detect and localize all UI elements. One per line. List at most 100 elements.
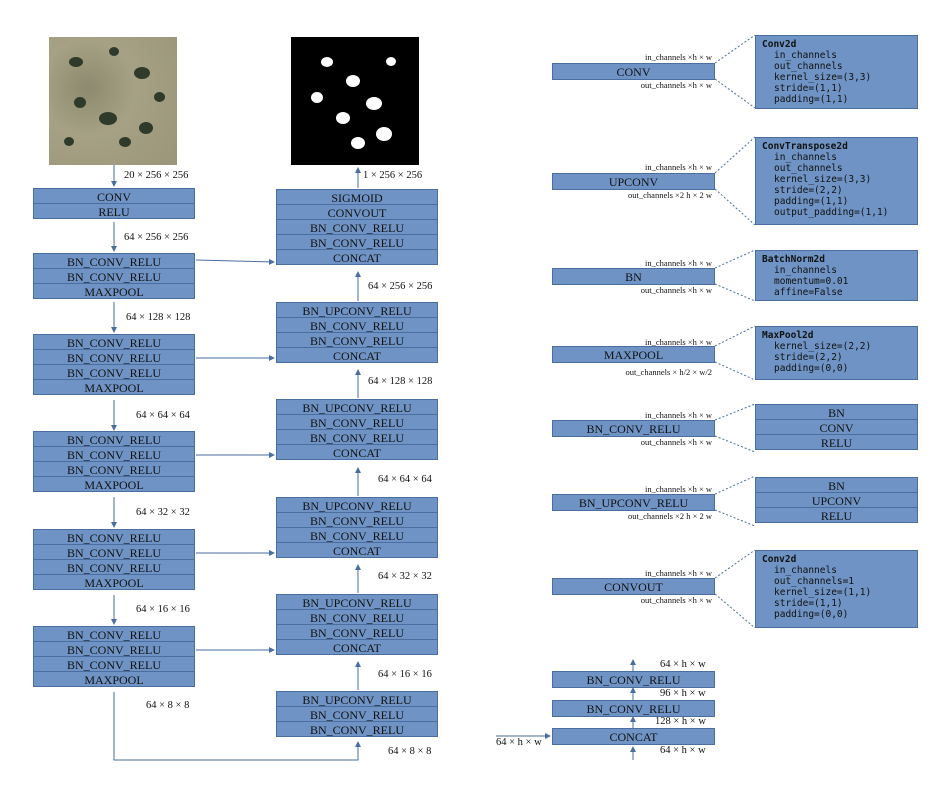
legend-out-label: out_channels ×h × w bbox=[640, 285, 712, 295]
decoder-block-3: BN_UPCONV_RELU BN_CONV_RELU BN_CONV_RELU… bbox=[276, 497, 438, 558]
encoder-block-3: BN_CONV_RELU BN_CONV_RELU BN_CONV_RELU M… bbox=[33, 431, 195, 492]
layer: BN_CONV_RELU bbox=[33, 334, 195, 350]
concat-dim-label: 64 × h × w bbox=[660, 745, 706, 756]
encoder-block-5: BN_CONV_RELU BN_CONV_RELU BN_CONV_RELU M… bbox=[33, 626, 195, 687]
layer: BN_UPCONV_RELU bbox=[276, 691, 438, 707]
layer: BN_UPCONV_RELU bbox=[276, 399, 438, 415]
legend-in-label: in_channels ×h × w bbox=[645, 337, 712, 347]
concat-dim-label: 128 × h × w bbox=[655, 716, 706, 727]
encoder-block-0: CONV RELU bbox=[33, 188, 195, 219]
layer-relu: RELU bbox=[33, 203, 195, 219]
layer-concat: CONCAT bbox=[276, 444, 438, 460]
layer: BN_CONV_RELU bbox=[276, 706, 438, 722]
encoder-dim-label: 64 × 16 × 16 bbox=[136, 604, 190, 615]
layer: BN_CONV_RELU bbox=[276, 721, 438, 737]
legend-upconv: UPCONV bbox=[552, 173, 715, 190]
encoder-dim-label: 64 × 8 × 8 bbox=[146, 700, 190, 711]
encoder-block-4: BN_CONV_RELU BN_CONV_RELU BN_CONV_RELU M… bbox=[33, 529, 195, 590]
spec-batchnorm2d: BatchNorm2d in_channels momentum=0.01 af… bbox=[755, 250, 918, 301]
concat-example-layer: CONCAT bbox=[552, 728, 715, 745]
legend-conv: CONV bbox=[552, 63, 715, 80]
concat-dim-label: 64 × h × w bbox=[660, 659, 706, 670]
encoder-block-2: BN_CONV_RELU BN_CONV_RELU BN_CONV_RELU M… bbox=[33, 334, 195, 395]
stack-bn-upconv-relu: BN UPCONV RELU bbox=[755, 477, 918, 523]
layer: BN_CONV_RELU bbox=[33, 641, 195, 657]
layer: BN_CONV_RELU bbox=[33, 626, 195, 642]
legend-in-label: in_channels ×h × w bbox=[645, 52, 712, 62]
layer: BN_CONV_RELU bbox=[33, 431, 195, 447]
spec-conv2d: Conv2d in_channels out_channels kernel_s… bbox=[755, 35, 918, 109]
layer-conv: CONV bbox=[33, 188, 195, 204]
decoder-dim-label: 64 × 256 × 256 bbox=[368, 281, 433, 292]
legend-in-label: in_channels ×h × w bbox=[645, 568, 712, 578]
legend-out-label: out_channels ×2 h × 2 w bbox=[628, 511, 712, 521]
decoder-dim-label: 64 × 32 × 32 bbox=[378, 571, 432, 582]
legend-convout: CONVOUT bbox=[552, 578, 715, 595]
layer-concat: CONCAT bbox=[276, 639, 438, 655]
spec-conv2d-out: Conv2d in_channels out_channels=1 kernel… bbox=[755, 550, 918, 628]
layer: BN_CONV_RELU bbox=[33, 656, 195, 672]
spec-maxpool2d: MaxPool2d kernel_size=(2,2) stride=(2,2)… bbox=[755, 326, 918, 380]
layer: BN_CONV_RELU bbox=[276, 317, 438, 333]
decoder-block-1: BN_UPCONV_RELU BN_CONV_RELU BN_CONV_RELU… bbox=[276, 302, 438, 363]
layer: BN_CONV_RELU bbox=[33, 529, 195, 545]
layer: BN_CONV_RELU bbox=[33, 268, 195, 284]
layer: BN_CONV_RELU bbox=[276, 624, 438, 640]
legend-out-label: out_channels ×h × w bbox=[640, 80, 712, 90]
layer-concat: CONCAT bbox=[276, 542, 438, 558]
decoder-block-4: BN_UPCONV_RELU BN_CONV_RELU BN_CONV_RELU… bbox=[276, 594, 438, 655]
legend-out-label: out_channels ×h × w bbox=[640, 595, 712, 605]
legend-maxpool: MAXPOOL bbox=[552, 346, 715, 363]
layer: MAXPOOL bbox=[33, 671, 195, 687]
decoder-block-5: BN_UPCONV_RELU BN_CONV_RELU BN_CONV_RELU bbox=[276, 691, 438, 737]
layer: BN_CONV_RELU bbox=[276, 219, 438, 235]
stack-layer: BN bbox=[755, 477, 918, 493]
legend-in-label: in_channels ×h × w bbox=[645, 484, 712, 494]
encoder-dim-label: 64 × 64 × 64 bbox=[136, 410, 190, 421]
encoder-dim-label: 64 × 256 × 256 bbox=[124, 232, 189, 243]
layer: BN_CONV_RELU bbox=[33, 446, 195, 462]
legend-bn: BN bbox=[552, 268, 715, 285]
concat-example-layer: BN_CONV_RELU bbox=[552, 671, 715, 688]
layer: BN_CONV_RELU bbox=[276, 234, 438, 250]
decoder-block-2: BN_UPCONV_RELU BN_CONV_RELU BN_CONV_RELU… bbox=[276, 399, 438, 460]
decoder-dim-label: 64 × 64 × 64 bbox=[378, 474, 432, 485]
layer: BN_CONV_RELU bbox=[276, 527, 438, 543]
layer: BN_CONV_RELU bbox=[33, 559, 195, 575]
layer: BN_CONV_RELU bbox=[33, 364, 195, 380]
layer: MAXPOOL bbox=[33, 574, 195, 590]
output-mask-image bbox=[291, 37, 419, 165]
encoder-block-1: BN_CONV_RELU BN_CONV_RELU MAXPOOL bbox=[33, 253, 195, 299]
layer: BN_CONV_RELU bbox=[276, 429, 438, 445]
layer: BN_CONV_RELU bbox=[33, 349, 195, 365]
layer: MAXPOOL bbox=[33, 283, 195, 299]
concat-example-layer: BN_CONV_RELU bbox=[552, 700, 715, 717]
decoder-dim-label: 64 × 16 × 16 bbox=[378, 669, 432, 680]
stack-layer: RELU bbox=[755, 434, 918, 450]
legend-out-label: out_channels × h/2 × w/2 bbox=[625, 367, 712, 377]
layer: MAXPOOL bbox=[33, 379, 195, 395]
layer: BN_CONV_RELU bbox=[276, 512, 438, 528]
layer: MAXPOOL bbox=[33, 476, 195, 492]
layer: BN_UPCONV_RELU bbox=[276, 302, 438, 318]
legend-in-label: in_channels ×h × w bbox=[645, 258, 712, 268]
legend-bn-upconv-relu: BN_UPCONV_RELU bbox=[552, 494, 715, 511]
layer: BN_CONV_RELU bbox=[33, 544, 195, 560]
layer-concat: CONCAT bbox=[276, 347, 438, 363]
layer: BN_UPCONV_RELU bbox=[276, 497, 438, 513]
layer: BN_CONV_RELU bbox=[33, 253, 195, 269]
stack-bn-conv-relu: BN CONV RELU bbox=[755, 404, 918, 450]
layer: BN_CONV_RELU bbox=[276, 332, 438, 348]
stack-layer: BN bbox=[755, 404, 918, 420]
legend-out-label: out_channels ×h × w bbox=[640, 437, 712, 447]
input-satellite-image bbox=[49, 37, 177, 165]
layer: BN_CONV_RELU bbox=[276, 414, 438, 430]
stack-layer: RELU bbox=[755, 507, 918, 523]
legend-out-label: out_channels ×2 h × 2 w bbox=[628, 190, 712, 200]
decoder-dim-label: 64 × 128 × 128 bbox=[368, 376, 433, 387]
spec-convtranspose2d: ConvTranspose2d in_channels out_channels… bbox=[755, 137, 918, 225]
decoder-dim-label: 1 × 256 × 256 bbox=[363, 170, 423, 181]
layer: BN_CONV_RELU bbox=[33, 461, 195, 477]
